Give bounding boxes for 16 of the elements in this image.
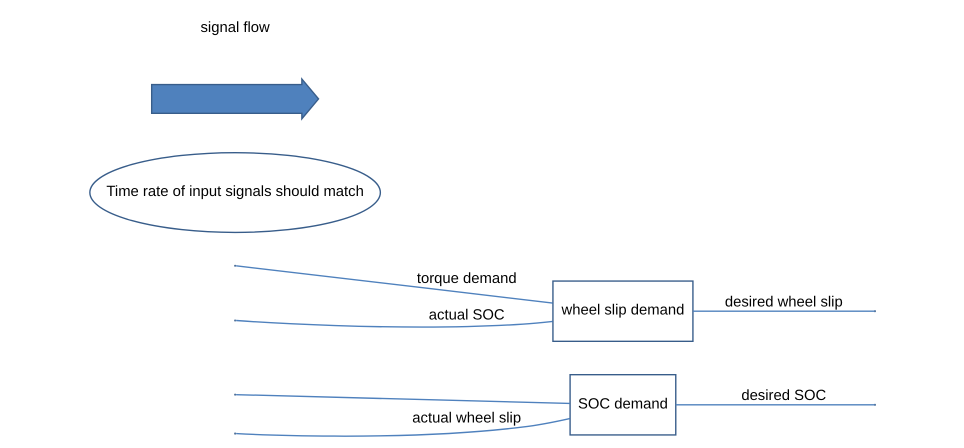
connector [675, 404, 874, 406]
edge-label: desired SOC [740, 388, 826, 404]
connector [236, 394, 570, 404]
connector [236, 265, 552, 304]
edge-label: torque demand [416, 271, 516, 288]
connector [236, 418, 570, 437]
edge-label: desired wheel slip [724, 294, 842, 310]
connector [236, 320, 552, 328]
edge-label: actual wheel slip [412, 410, 521, 426]
edge-label: actual SOC [428, 307, 504, 324]
node-arrow [150, 77, 319, 121]
node-label: signal flow [200, 20, 270, 36]
node-box: SOC demand [568, 374, 676, 436]
connector [692, 310, 874, 312]
node-ellipse: Time rate of input signals should match [88, 152, 381, 234]
node-box: wheel slip demand [552, 280, 694, 342]
